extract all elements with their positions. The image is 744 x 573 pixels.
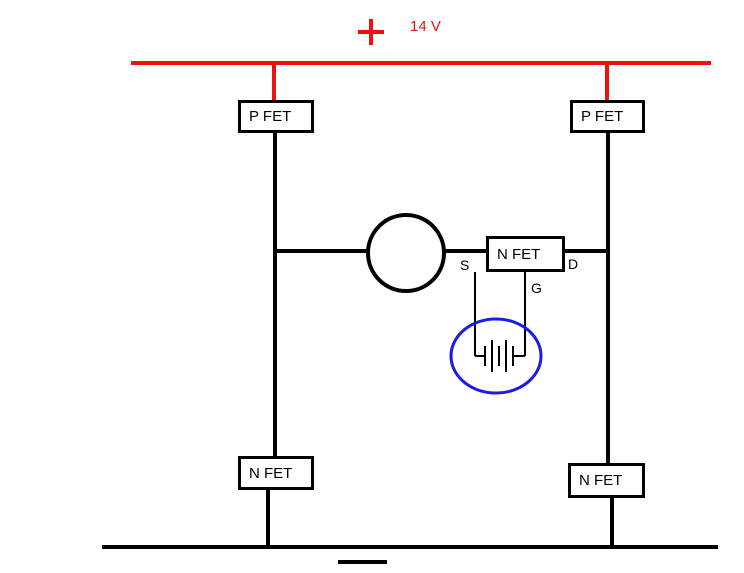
n-fet-bottom-right: N FET xyxy=(568,463,645,498)
motor-load-circle xyxy=(366,213,446,293)
n-fet-middle: N FET xyxy=(486,236,565,272)
p-fet-top-right: P FET xyxy=(570,100,645,133)
p-fet-top-left-label: P FET xyxy=(249,108,292,125)
n-fet-bottom-left: N FET xyxy=(238,456,314,490)
source-pin-label: S xyxy=(460,257,470,273)
drain-pin-label: D xyxy=(568,256,579,272)
n-fet-middle-label: N FET xyxy=(497,245,541,263)
battery-highlight-circle xyxy=(449,317,543,395)
n-fet-bottom-right-label: N FET xyxy=(579,472,623,489)
supply-voltage-label: 14 V xyxy=(410,18,441,35)
plus-sign-icon xyxy=(358,19,384,45)
battery-icon xyxy=(484,340,514,372)
gate-pin-label: G xyxy=(531,280,542,296)
p-fet-top-left: P FET xyxy=(238,100,314,133)
p-fet-top-right-label: P FET xyxy=(581,108,624,125)
n-fet-bottom-left-label: N FET xyxy=(249,464,293,482)
